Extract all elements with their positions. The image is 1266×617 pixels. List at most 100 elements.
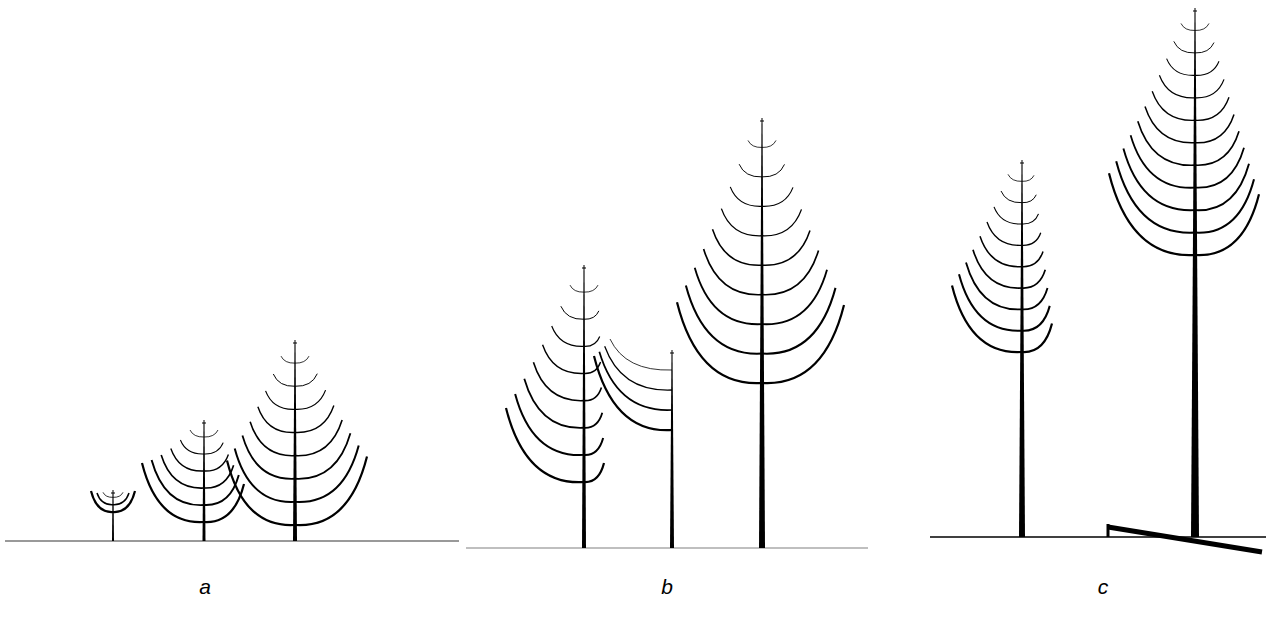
tree-tip — [111, 493, 115, 494]
ground-line — [5, 540, 459, 542]
tree-branch — [762, 164, 785, 177]
tree-branch — [713, 229, 763, 265]
tree-branch — [524, 379, 584, 428]
tree-branch — [973, 250, 1022, 288]
tree-branch — [152, 460, 204, 505]
tree-branch — [1145, 106, 1195, 142]
tree-branch — [1195, 23, 1209, 30]
tree-branch — [543, 345, 584, 374]
tree-branch — [762, 251, 819, 295]
tree-branch — [171, 448, 204, 471]
tree-branch — [739, 164, 762, 177]
tree-trunk — [670, 350, 674, 548]
tree-branch — [552, 326, 584, 346]
tree-branch — [584, 311, 599, 319]
tree-branch — [584, 285, 598, 292]
tree-trunk — [759, 118, 765, 548]
tree-tip — [1193, 11, 1197, 12]
tree-branch — [1195, 97, 1229, 120]
tree-branch — [1022, 214, 1039, 224]
tree-branch — [1022, 288, 1048, 309]
tree-branch — [204, 430, 218, 437]
tree-branch — [994, 207, 1022, 224]
tree-branch — [748, 140, 762, 147]
tree-branch — [762, 288, 836, 354]
tree-branch — [584, 336, 600, 346]
tree-trunk — [1191, 8, 1199, 537]
tree-branch — [762, 305, 844, 383]
tree-branch — [1152, 91, 1195, 120]
tree-tip — [1020, 163, 1024, 164]
tree-branch — [695, 268, 762, 324]
panel-label: a — [199, 575, 211, 599]
tree-branch — [610, 339, 672, 370]
panel-label: c — [1098, 575, 1109, 599]
tree-branch — [1001, 191, 1022, 203]
tree-branch — [180, 440, 204, 454]
tree-branch — [161, 455, 204, 488]
tree-branch — [966, 262, 1022, 309]
tree-tip — [760, 121, 764, 122]
tree-branch — [1022, 233, 1041, 246]
tree-branch — [1195, 131, 1239, 165]
tree-branch — [204, 443, 223, 454]
tree-branch — [1022, 195, 1036, 203]
tree-branch — [704, 249, 762, 295]
tree-branch — [1022, 270, 1045, 288]
tree-branch — [281, 356, 295, 363]
tree-branch — [103, 492, 113, 497]
tree-branch — [1116, 161, 1195, 232]
tree-branch — [599, 352, 672, 410]
tree-tip — [670, 353, 674, 354]
tree-branch — [1195, 114, 1234, 142]
tree-branch — [273, 374, 295, 386]
ground-line — [466, 547, 868, 549]
tree-tip — [582, 268, 586, 269]
tree-branch — [762, 140, 776, 147]
tree-branch — [97, 493, 113, 505]
tree-branch — [762, 270, 827, 325]
tree-branch — [190, 430, 204, 437]
tree-branch — [1159, 75, 1195, 98]
tree-branch — [295, 420, 342, 456]
tree-branch — [1022, 175, 1034, 181]
tree-branch — [235, 448, 295, 502]
log-stub — [1107, 524, 1110, 537]
tree-trunk — [293, 340, 297, 541]
tree-branch — [515, 394, 584, 455]
tree-branch — [1008, 174, 1022, 181]
tree-branch — [584, 413, 602, 428]
tree-branch — [561, 306, 584, 319]
fallen-log — [1108, 527, 1262, 552]
tree-branch — [295, 356, 309, 363]
tree-tip — [202, 423, 206, 424]
tree-branch — [295, 374, 317, 387]
tree-branch — [762, 209, 802, 235]
tree-tip — [293, 343, 297, 344]
tree-branch — [1167, 59, 1195, 76]
tree-branch — [295, 390, 326, 409]
tree-branch — [605, 346, 672, 390]
tree-branch — [1195, 79, 1224, 97]
tree-branch — [113, 492, 123, 497]
tree-branch — [1181, 23, 1195, 30]
tree-branch — [987, 222, 1022, 245]
tree-branch — [266, 391, 295, 410]
panel-label: b — [661, 575, 673, 599]
tree-branch — [295, 445, 359, 502]
tree-branch — [952, 286, 1022, 353]
tree-branch — [242, 436, 295, 479]
tree-branch — [1195, 61, 1219, 75]
trees — [91, 8, 1262, 552]
tree-branch — [1109, 173, 1195, 255]
tree-branch — [686, 286, 762, 354]
tree-branch — [584, 387, 601, 400]
tree-branch — [204, 454, 228, 471]
tree-branch — [113, 493, 129, 505]
tree-branch — [730, 187, 762, 206]
tree-branch — [1195, 148, 1244, 188]
tree-branch — [721, 209, 762, 236]
tree-trunk — [582, 265, 586, 548]
tree-branch — [142, 463, 204, 522]
